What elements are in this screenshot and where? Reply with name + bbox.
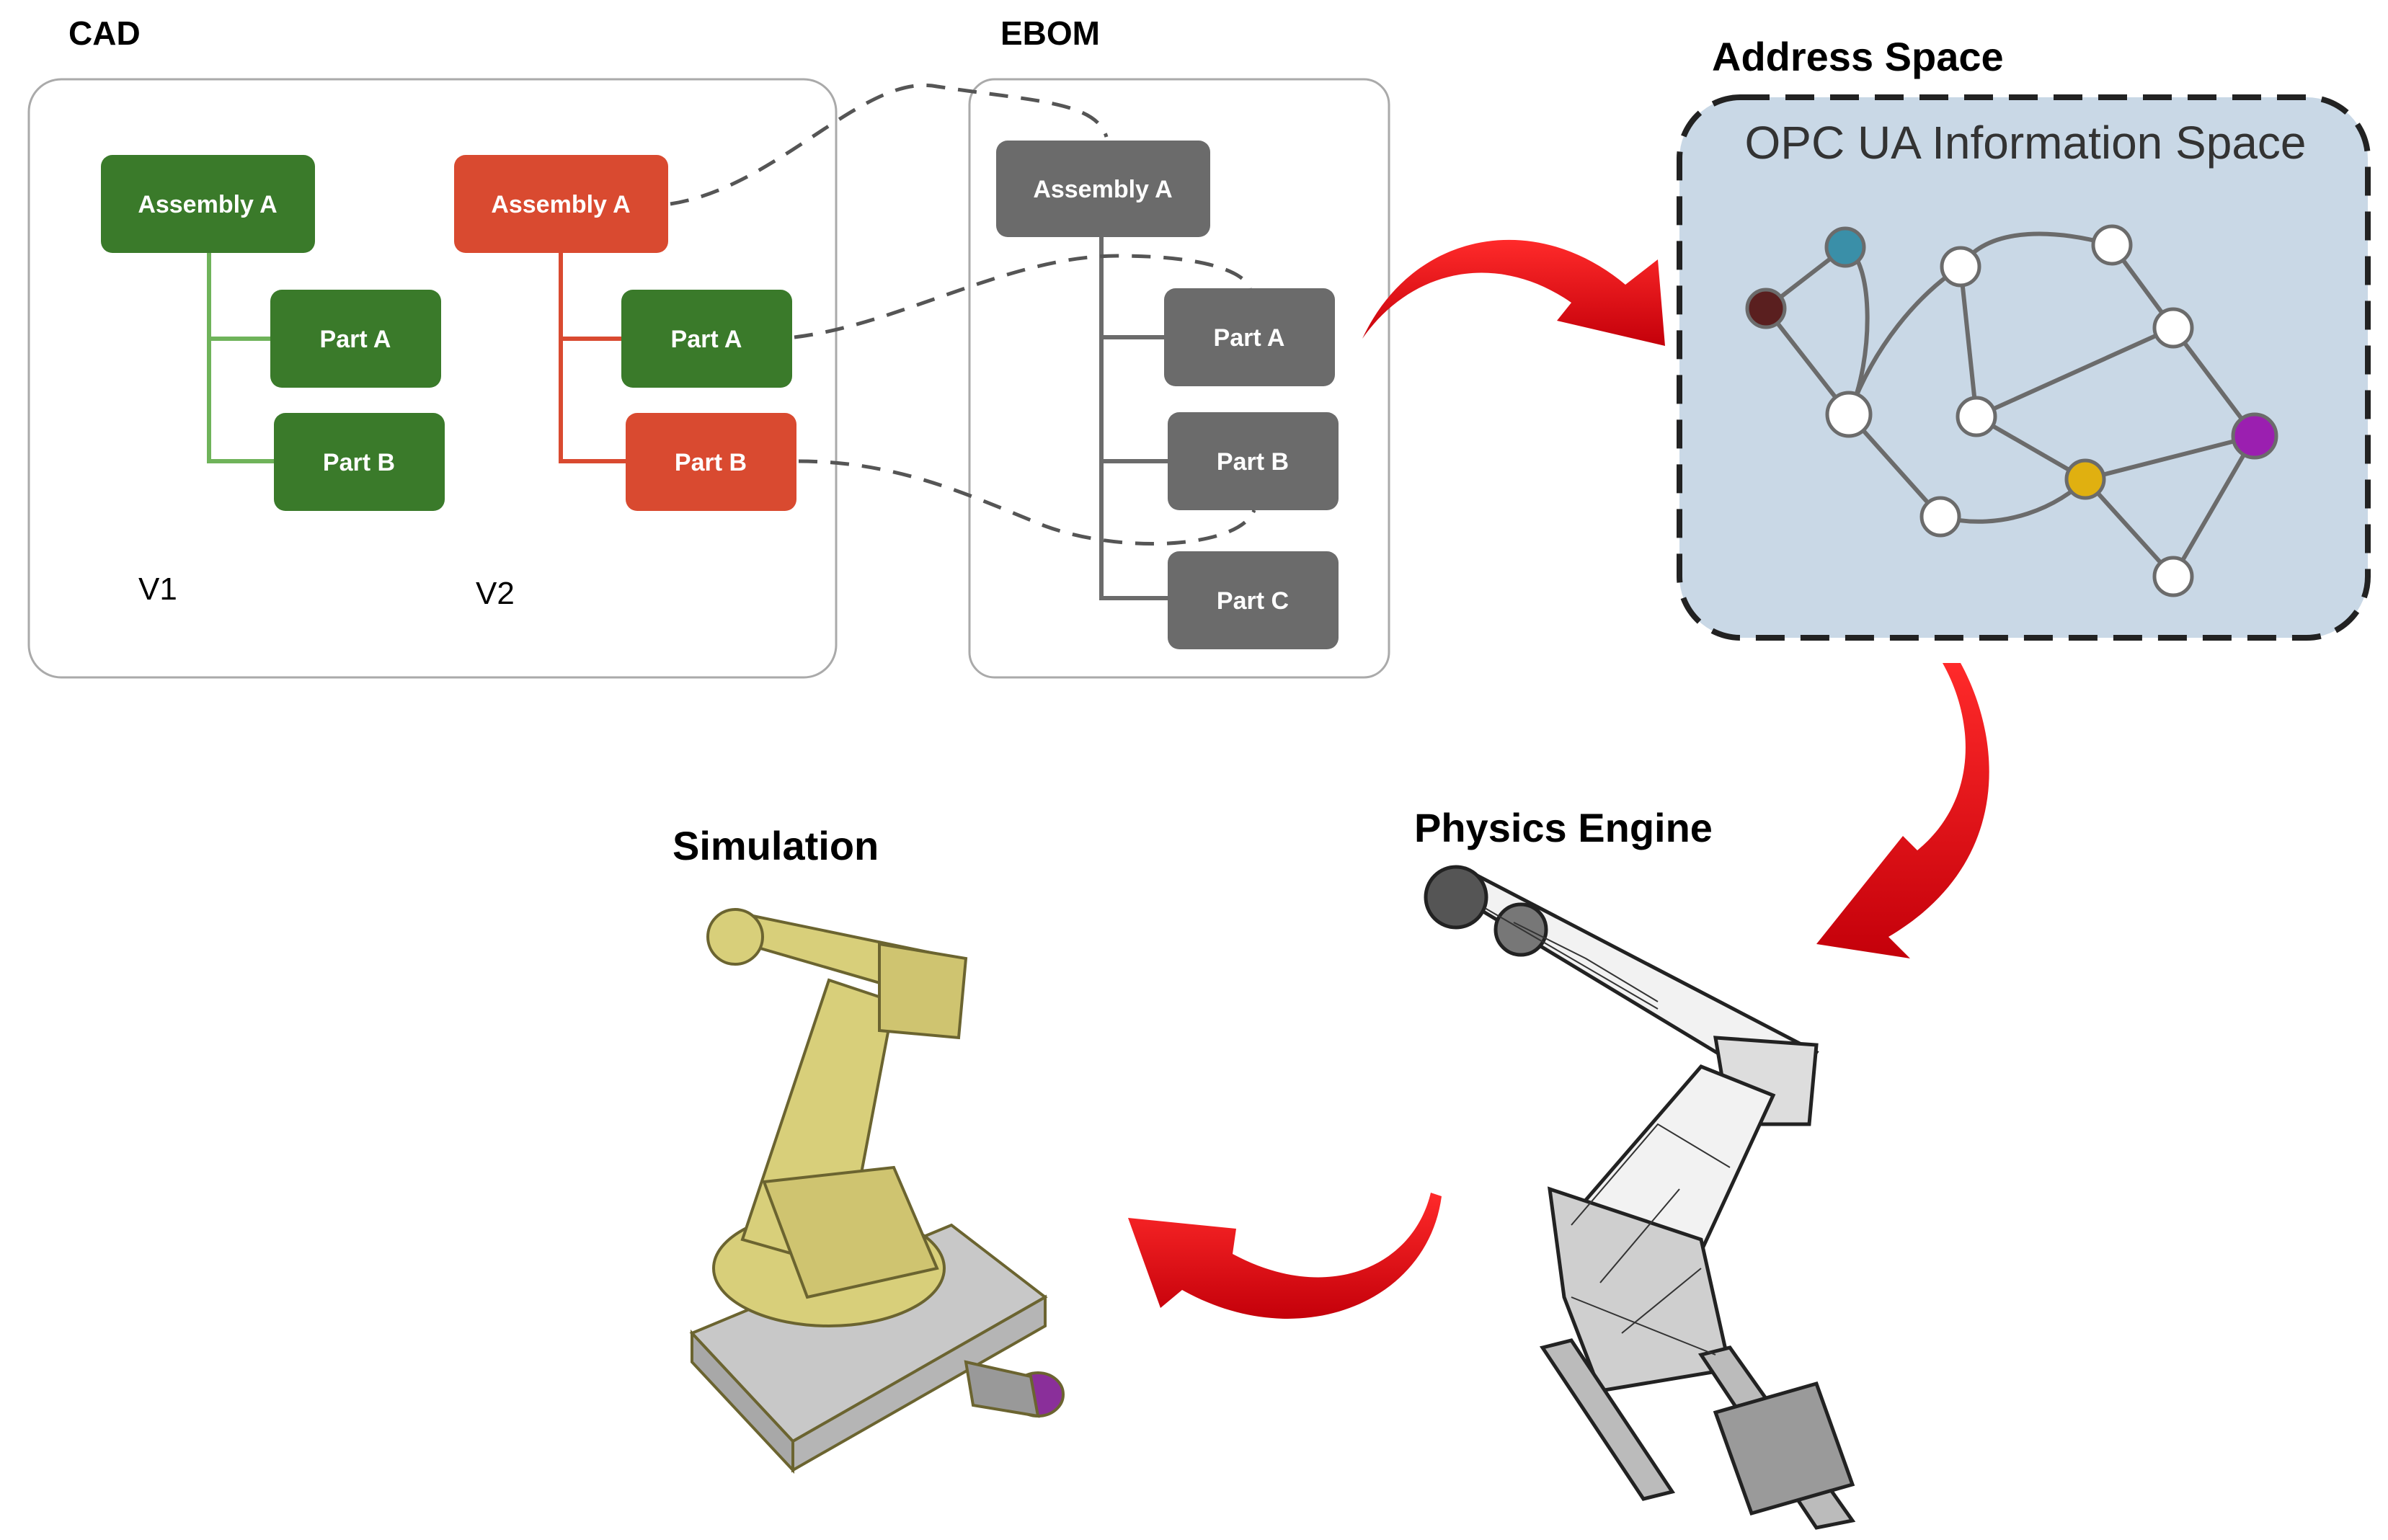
ebom-assembly-node: Assembly A (996, 141, 1210, 237)
cad-v2-part-a-label: Part A (671, 326, 742, 353)
cad-v1-part-b-label: Part B (323, 449, 395, 476)
cad-ebom-dashed-links (670, 83, 1256, 546)
cad-v1-tree-lines (207, 252, 278, 463)
cad-v1-part-a-label: Part A (320, 326, 391, 353)
cad-v1-version: V1 (138, 571, 177, 607)
opc-node (1919, 496, 1961, 538)
ebom-part-b-node: Part B (1168, 412, 1339, 510)
ebom-part-a-node: Part A (1164, 288, 1335, 386)
opc-ua-graph-nodes (1745, 224, 2278, 597)
opc-node (2091, 224, 2133, 266)
opc-node (2152, 307, 2194, 349)
cad-v2-assembly-label: Assembly A (491, 191, 630, 218)
address-space-title: Address Space (1712, 34, 2004, 79)
ebom-part-b-label: Part B (1217, 448, 1289, 476)
ebom-part-a-label: Part A (1214, 324, 1285, 352)
opc-node (2152, 556, 2194, 597)
cad-v1-part-a-node: Part A (270, 290, 441, 388)
arrow-address-space-to-physics (1816, 663, 1989, 958)
cad-v1-part-b-node: Part B (274, 413, 445, 511)
cad-v2-tree-lines (559, 252, 627, 463)
cad-v2-part-b-node: Part B (626, 413, 796, 511)
ebom-tree-lines (1099, 236, 1169, 600)
cad-v2-part-a-node: Part A (621, 290, 792, 388)
opc-node-brown (1745, 288, 1787, 329)
arrow-physics-to-simulation (1128, 1193, 1442, 1319)
opc-node (1825, 391, 1873, 438)
cad-v1-assembly-node: Assembly A (101, 155, 315, 253)
opc-node-yellow (2064, 458, 2106, 500)
ebom-assembly-label: Assembly A (1033, 176, 1172, 203)
ebom-part-c-label: Part C (1217, 587, 1289, 615)
physics-robot-wireframe (1424, 865, 1856, 1530)
cad-v2-version: V2 (476, 576, 515, 611)
opc-node-blue (1824, 226, 1866, 268)
opc-node (1940, 246, 1981, 288)
simulation-robot (689, 908, 1065, 1474)
physics-engine-title: Physics Engine (1414, 805, 1713, 850)
opc-node-purple (2231, 412, 2278, 460)
opc-ua-panel (1677, 94, 2371, 641)
opc-node (1956, 396, 1997, 437)
ebom-title: EBOM (1000, 14, 1100, 52)
ebom-part-c-node: Part C (1168, 551, 1339, 649)
simulation-title: Simulation (673, 823, 879, 868)
physics-wireframe-mesh (1484, 907, 1731, 1356)
arrow-ebom-to-address-space (1362, 239, 1665, 346)
cad-title: CAD (68, 14, 141, 52)
cad-v2-part-b-label: Part B (675, 449, 747, 476)
cad-v1-assembly-label: Assembly A (138, 191, 277, 218)
cad-v2-assembly-node: Assembly A (454, 155, 668, 253)
opc-ua-panel-title: OPC UA Information Space (1744, 117, 2306, 169)
